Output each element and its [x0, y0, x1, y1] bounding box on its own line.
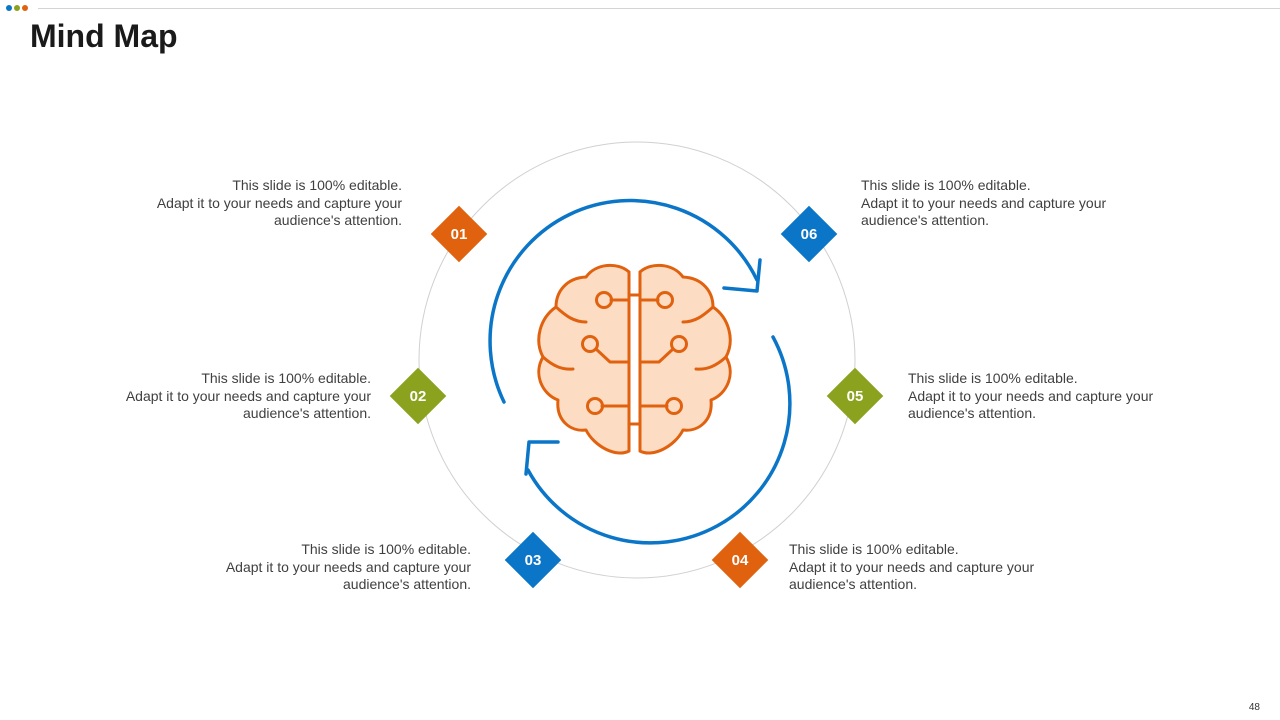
- node-05-line2: Adapt it to your needs and capture your: [908, 387, 1154, 404]
- node-03-number: 03: [524, 551, 542, 569]
- node-02-line3: audience's attention.: [243, 405, 371, 421]
- node-02-line2: Adapt it to your needs and capture your: [125, 387, 371, 404]
- node-03-line3: audience's attention.: [343, 576, 471, 592]
- cycle-arrows-icon: [488, 198, 792, 545]
- node-01-text: This slide is 100% editable. Adapt it to…: [102, 177, 402, 230]
- node-01-line2: Adapt it to your needs and capture your: [156, 194, 402, 211]
- node-01-number: 01: [450, 225, 468, 243]
- node-02-line1: This slide is 100% editable.: [201, 370, 371, 386]
- node-04-line1: This slide is 100% editable.: [789, 541, 959, 557]
- page-number: 48: [1248, 702, 1260, 713]
- node-03-line1: This slide is 100% editable.: [301, 541, 471, 557]
- node-02-text: This slide is 100% editable. Adapt it to…: [71, 370, 371, 423]
- slide-title: Mind Map: [30, 18, 178, 54]
- node-02-number: 02: [409, 387, 427, 405]
- node-06-line2: Adapt it to your needs and capture your: [861, 194, 1107, 211]
- node-04-line3: audience's attention.: [789, 576, 917, 592]
- node-05-text: This slide is 100% editable. Adapt it to…: [908, 370, 1208, 423]
- node-03-line2: Adapt it to your needs and capture your: [225, 558, 471, 575]
- node-06-line3: audience's attention.: [861, 212, 989, 228]
- top-divider: [38, 8, 1280, 9]
- brand-dot-orange: [22, 5, 28, 11]
- node-04-line2: Adapt it to your needs and capture your: [789, 558, 1035, 575]
- brain-icon: [537, 263, 732, 455]
- node-01-line1: This slide is 100% editable.: [232, 177, 402, 193]
- node-01-line3: audience's attention.: [274, 212, 402, 228]
- node-05-line3: audience's attention.: [908, 405, 1036, 421]
- node-05-number: 05: [846, 387, 864, 405]
- outer-ring: [418, 141, 856, 579]
- node-03-text: This slide is 100% editable. Adapt it to…: [171, 541, 471, 594]
- node-04-text: This slide is 100% editable. Adapt it to…: [789, 541, 1089, 594]
- node-05-line1: This slide is 100% editable.: [908, 370, 1078, 386]
- node-06-line1: This slide is 100% editable.: [861, 177, 1031, 193]
- node-06-text: This slide is 100% editable. Adapt it to…: [861, 177, 1161, 230]
- brand-dot-blue: [6, 5, 12, 11]
- brand-dots: [6, 5, 28, 11]
- brand-dot-green: [14, 5, 20, 11]
- node-04-number: 04: [731, 551, 749, 569]
- node-06-number: 06: [800, 225, 818, 243]
